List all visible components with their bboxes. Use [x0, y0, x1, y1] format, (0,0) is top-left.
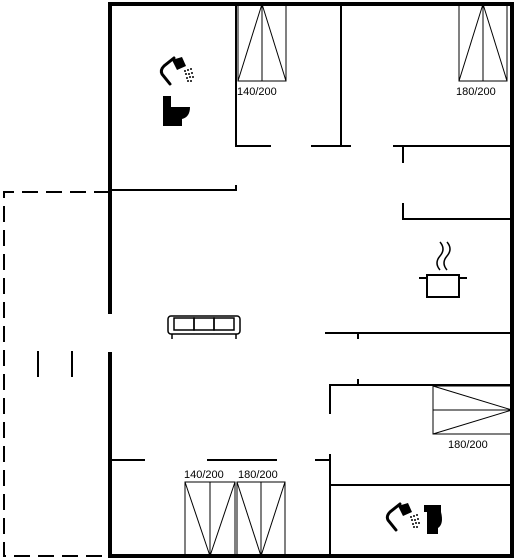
bed-140-200-bottom: 140/200	[184, 469, 236, 557]
terrace-outline	[3, 191, 110, 557]
cooking-pot-icon	[419, 241, 467, 298]
shower-icon	[159, 56, 194, 86]
bed-size-label: 140/200	[237, 86, 277, 98]
bed-size-label: 180/200	[448, 439, 488, 451]
bed-140-200-top: 140/200	[237, 3, 287, 98]
shower-icon	[385, 502, 420, 532]
toilet-icon	[424, 505, 442, 534]
bed-180-200-right: 180/200	[432, 385, 513, 451]
interior-walls	[109, 3, 513, 557]
bed-180-200-top-right: 180/200	[456, 3, 508, 98]
bed-size-label: 140/200	[184, 469, 224, 481]
bed-180-200-bottom: 180/200	[236, 469, 286, 557]
bed-size-label: 180/200	[456, 86, 496, 98]
bed-size-label: 180/200	[238, 469, 278, 481]
toilet-icon	[163, 96, 190, 126]
sofa-icon	[167, 315, 241, 339]
outer-walls	[108, 2, 514, 558]
